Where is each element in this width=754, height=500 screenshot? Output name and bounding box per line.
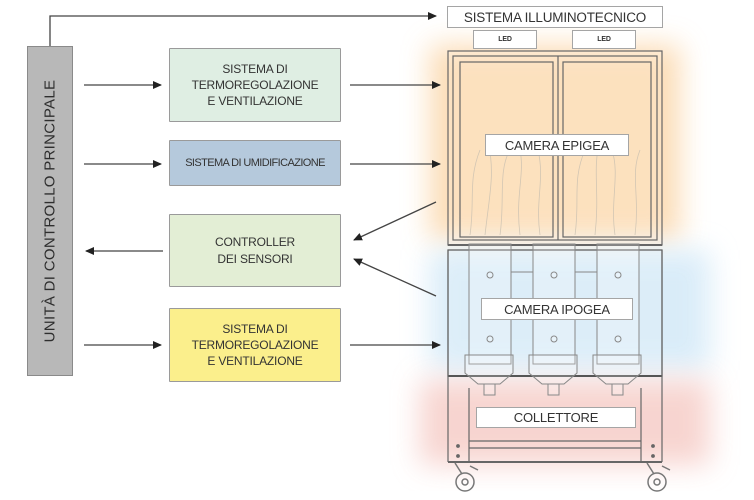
wheel-left [455, 472, 475, 492]
thermoregulation-box-bottom: SISTEMA DI TERMOREGOLAZIONE E VENTILAZIO… [169, 308, 341, 382]
thermoregulation-top-label: SISTEMA DI TERMOREGOLAZIONE E VENTILAZIO… [191, 61, 319, 109]
arrow-upper-to-sensors [353, 201, 437, 241]
led-label-left: LED [473, 30, 537, 49]
collector-label: COLLETTORE [476, 407, 636, 428]
thermoregulation-bottom-label: SISTEMA DI TERMOREGOLAZIONE E VENTILAZIO… [191, 321, 319, 369]
lighting-system-label: SISTEMA ILLUMINOTECNICO [447, 6, 663, 28]
sensor-controller-box: CONTROLLER DEI SENSORI [169, 214, 341, 287]
led-label-right: LED [572, 30, 636, 49]
caster-wheels [454, 462, 671, 492]
wheel-right [647, 472, 667, 492]
connectors [49, 12, 441, 349]
lower-chamber-label: CAMERA IPOGEA [481, 298, 633, 320]
humidification-label: SISTEMA DI UMIDIFICAZIONE [185, 156, 325, 169]
collector-frame [447, 250, 663, 463]
sensor-controller-label: CONTROLLER DEI SENSORI [214, 235, 295, 266]
arrow-main-to-lighting [49, 12, 437, 46]
upper-chamber-label: CAMERA EPIGEA [485, 134, 629, 156]
thermoregulation-box-top: SISTEMA DI TERMOREGOLAZIONE E VENTILAZIO… [169, 48, 341, 122]
plants-illustration [469, 139, 641, 236]
arrow-lower-to-sensors [353, 258, 437, 297]
main-control-unit: UNITÀ DI CONTROLLO PRINCIPALE [27, 46, 73, 376]
humidification-box: SISTEMA DI UMIDIFICAZIONE [169, 140, 341, 186]
